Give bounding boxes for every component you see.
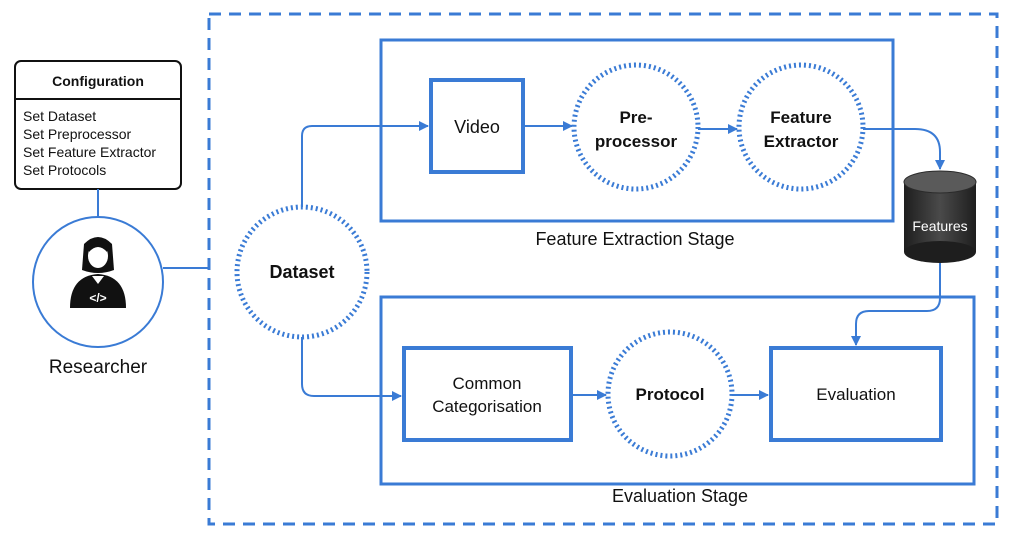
feature-extraction-stage-label: Feature Extraction Stage <box>535 229 734 249</box>
arrow-dataset-to-categorisation <box>301 337 402 401</box>
arrow-dataset-to-video <box>301 121 429 207</box>
arrow-extractor-to-features <box>863 128 945 170</box>
preprocessor-label-line2: processor <box>595 132 678 151</box>
evaluation-label: Evaluation <box>816 385 895 404</box>
config-item-preprocessor: Set Preprocessor <box>23 126 131 142</box>
features-database-icon <box>903 170 977 263</box>
configuration-title: Configuration <box>52 73 144 89</box>
evaluation-stage-label: Evaluation Stage <box>612 486 748 506</box>
feature-extractor-label-line1: Feature <box>770 108 831 127</box>
preprocessor-node <box>571 62 701 192</box>
configuration-box: Configuration Set Dataset Set Preprocess… <box>14 60 182 190</box>
config-item-dataset: Set Dataset <box>23 108 96 124</box>
svg-text:</>: </> <box>89 291 106 305</box>
feature-extractor-label-line2: Extractor <box>764 132 839 151</box>
video-node <box>429 78 525 174</box>
common-categorisation-label-line2: Categorisation <box>432 397 542 416</box>
common-categorisation-label-line1: Common <box>453 374 522 393</box>
protocol-label: Protocol <box>636 385 705 404</box>
preprocessor-label-line1: Pre- <box>619 108 652 127</box>
video-label: Video <box>454 117 500 137</box>
features-database-label: Features <box>912 218 967 234</box>
config-item-feature-extractor: Set Feature Extractor <box>23 144 156 160</box>
dataset-label: Dataset <box>269 262 334 282</box>
arrow-features-to-evaluation <box>851 263 941 346</box>
common-categorisation-node <box>402 346 573 442</box>
researcher-icon: </> <box>70 237 126 308</box>
config-item-protocols: Set Protocols <box>23 162 106 178</box>
evaluation-node <box>769 346 943 442</box>
researcher-label: Researcher <box>49 357 148 378</box>
feature-extraction-stage-box <box>379 38 895 223</box>
feature-extractor-node <box>736 62 866 192</box>
evaluation-stage-box <box>379 295 976 486</box>
